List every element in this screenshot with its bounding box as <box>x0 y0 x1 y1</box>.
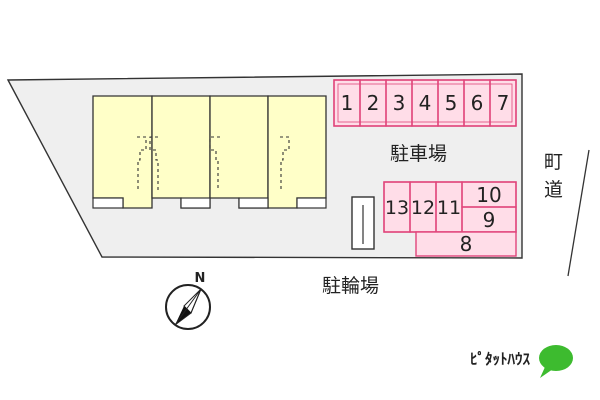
step <box>238 197 269 209</box>
parking-space-9: 9 <box>483 208 496 232</box>
parking-row-top: 1 2 3 4 5 6 7 <box>333 79 517 127</box>
bicycle-parking-label: 駐輪場 <box>322 275 379 297</box>
parking-space-12: 12 <box>411 197 435 219</box>
parking-space-4: 4 <box>419 91 432 115</box>
parking-row-lower: 13 12 11 10 9 8 <box>383 181 517 257</box>
compass-icon <box>165 284 211 330</box>
parking-space-1: 1 <box>341 91 354 115</box>
brand-logo: ﾋﾟﾀｯﾄﾊｳｽ <box>470 345 573 378</box>
road-label-char-2: 道 <box>544 179 563 201</box>
step <box>92 197 124 209</box>
brand-logo-text: ﾋﾟﾀｯﾄﾊｳｽ <box>470 350 531 368</box>
bicycle-parking <box>351 196 375 250</box>
parking-space-10: 10 <box>476 183 501 207</box>
building-unit <box>92 95 153 209</box>
building-unit <box>267 95 327 209</box>
parking-space-13: 13 <box>385 197 409 219</box>
step <box>180 197 211 209</box>
building-unit <box>151 95 211 209</box>
parking-space-7: 7 <box>497 91 510 115</box>
parking-space-11: 11 <box>437 197 461 219</box>
building-unit <box>209 95 269 209</box>
step <box>296 197 327 209</box>
parking-space-8: 8 <box>460 232 473 256</box>
parking-space-3: 3 <box>393 91 406 115</box>
parking-space-5: 5 <box>445 91 458 115</box>
parking-area-label: 駐車場 <box>390 143 447 165</box>
north-label: N <box>195 271 206 286</box>
parking-space-2: 2 <box>367 91 380 115</box>
road-edge <box>567 149 590 277</box>
building-block <box>92 95 327 209</box>
parking-space-6: 6 <box>471 91 484 115</box>
stair-lines <box>137 136 290 190</box>
road-label-char-1: 町 <box>544 151 563 173</box>
